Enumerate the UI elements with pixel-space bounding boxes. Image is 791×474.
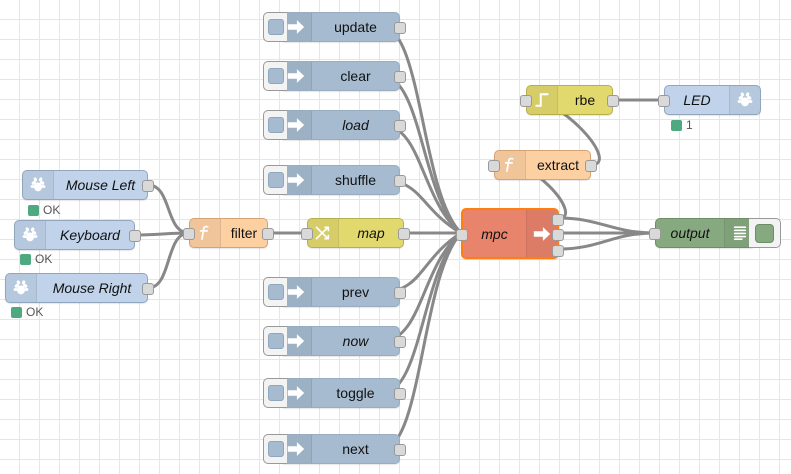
input-port[interactable]	[658, 95, 670, 107]
status-dot	[28, 204, 39, 216]
node-inject-next[interactable]: next	[263, 434, 406, 464]
switch-icon	[308, 219, 339, 247]
wire-keyboard-to-filter	[133, 231, 191, 237]
node-label: rbe	[574, 92, 596, 108]
node-keyboard[interactable]: Keyboard	[14, 220, 141, 250]
node-label: Keyboard	[60, 227, 120, 243]
output-port[interactable]	[129, 230, 141, 242]
raspberry-pi-icon	[23, 171, 54, 199]
node-mouse-left[interactable]: Mouse Left	[22, 170, 154, 200]
inject-trigger-button[interactable]	[263, 61, 287, 91]
node-mpc[interactable]: mpc	[456, 208, 564, 259]
output-port[interactable]	[142, 283, 154, 295]
node-label: Mouse Left	[65, 177, 136, 193]
input-port[interactable]	[488, 160, 500, 172]
inject-trigger-button[interactable]	[263, 12, 287, 42]
node-label: LED	[683, 92, 711, 108]
node-label: output	[670, 225, 710, 241]
node-inject-load[interactable]: load	[263, 110, 406, 140]
node-label: shuffle	[335, 172, 376, 188]
node-inject-update[interactable]: update	[263, 12, 406, 42]
node-label: clear	[340, 68, 371, 84]
node-extract[interactable]: extract	[488, 150, 597, 180]
status-dot	[11, 306, 22, 318]
output-port[interactable]	[142, 180, 154, 192]
output-port-3[interactable]	[552, 245, 564, 257]
arrow-right-icon	[526, 210, 557, 257]
function-icon	[190, 219, 221, 247]
status-label: OK	[26, 305, 44, 319]
raspberry-pi-icon	[6, 274, 37, 302]
input-port[interactable]	[301, 228, 313, 240]
node-inject-toggle[interactable]: toggle	[263, 378, 406, 408]
node-inject-now[interactable]: now	[263, 326, 406, 356]
output-port[interactable]	[394, 22, 406, 34]
node-label: mpc	[481, 225, 508, 242]
wire-toggle-to-mpc	[380, 231, 463, 395]
function-icon	[495, 151, 526, 179]
output-port[interactable]	[262, 228, 274, 240]
node-rbe[interactable]: rbe	[520, 85, 619, 115]
node-led[interactable]: LED	[658, 85, 761, 115]
node-filter[interactable]: filter	[183, 218, 274, 248]
node-inject-prev[interactable]: prev	[263, 277, 406, 307]
node-inject-clear[interactable]: clear	[263, 61, 406, 91]
wire-mpc-out1-to-output	[557, 216, 657, 235]
node-label: filter	[230, 225, 258, 241]
node-label: update	[334, 19, 377, 35]
input-port[interactable]	[520, 95, 532, 107]
status-dot	[20, 253, 31, 265]
node-label: now	[342, 333, 369, 349]
status-mouse-left: OK	[28, 203, 60, 217]
output-port[interactable]	[607, 95, 619, 107]
output-port-1[interactable]	[552, 214, 564, 226]
status-label: 1	[686, 118, 693, 132]
raspberry-pi-icon	[729, 86, 760, 114]
node-label: prev	[341, 284, 370, 300]
status-led: 1	[671, 118, 693, 132]
debug-toggle-button[interactable]	[749, 218, 781, 248]
node-mouse-right[interactable]: Mouse Right	[5, 273, 154, 303]
output-port[interactable]	[394, 71, 406, 83]
input-port[interactable]	[649, 228, 661, 240]
output-port[interactable]	[394, 120, 406, 132]
input-port[interactable]	[456, 229, 468, 241]
status-label: OK	[35, 252, 53, 266]
inject-trigger-button[interactable]	[263, 277, 287, 307]
node-label: extract	[536, 157, 579, 173]
status-dot	[671, 119, 682, 131]
status-label: OK	[43, 203, 61, 217]
wire-mouse-right-to-filter	[146, 231, 191, 290]
output-port[interactable]	[394, 336, 406, 348]
output-port[interactable]	[398, 228, 410, 240]
wire-clear-to-mpc	[380, 74, 463, 235]
output-port[interactable]	[394, 444, 406, 456]
output-port[interactable]	[394, 175, 406, 187]
inject-trigger-button[interactable]	[263, 326, 287, 356]
inject-trigger-button[interactable]	[263, 110, 287, 140]
node-label: toggle	[336, 385, 375, 401]
node-output[interactable]: output	[649, 218, 781, 248]
output-port[interactable]	[585, 160, 597, 172]
output-port[interactable]	[394, 388, 406, 400]
node-label: next	[342, 441, 369, 457]
output-port-2[interactable]	[552, 229, 564, 241]
inject-trigger-button[interactable]	[263, 378, 287, 408]
node-label: load	[342, 117, 369, 133]
input-port[interactable]	[183, 228, 195, 240]
node-map[interactable]: map	[301, 218, 410, 248]
output-port[interactable]	[394, 287, 406, 299]
rbe-step-icon	[527, 86, 558, 114]
node-label: Mouse Right	[52, 280, 132, 296]
node-inject-shuffle[interactable]: shuffle	[263, 165, 406, 195]
wire-mpc-out3-to-output	[557, 231, 657, 251]
raspberry-pi-icon	[15, 221, 46, 249]
wire-mouse-left-to-filter	[146, 183, 191, 235]
status-keyboard: OK	[20, 252, 52, 266]
node-label: map	[357, 225, 385, 241]
inject-trigger-button[interactable]	[263, 165, 287, 195]
status-mouse-right: OK	[11, 305, 43, 319]
inject-trigger-button[interactable]	[263, 434, 287, 464]
